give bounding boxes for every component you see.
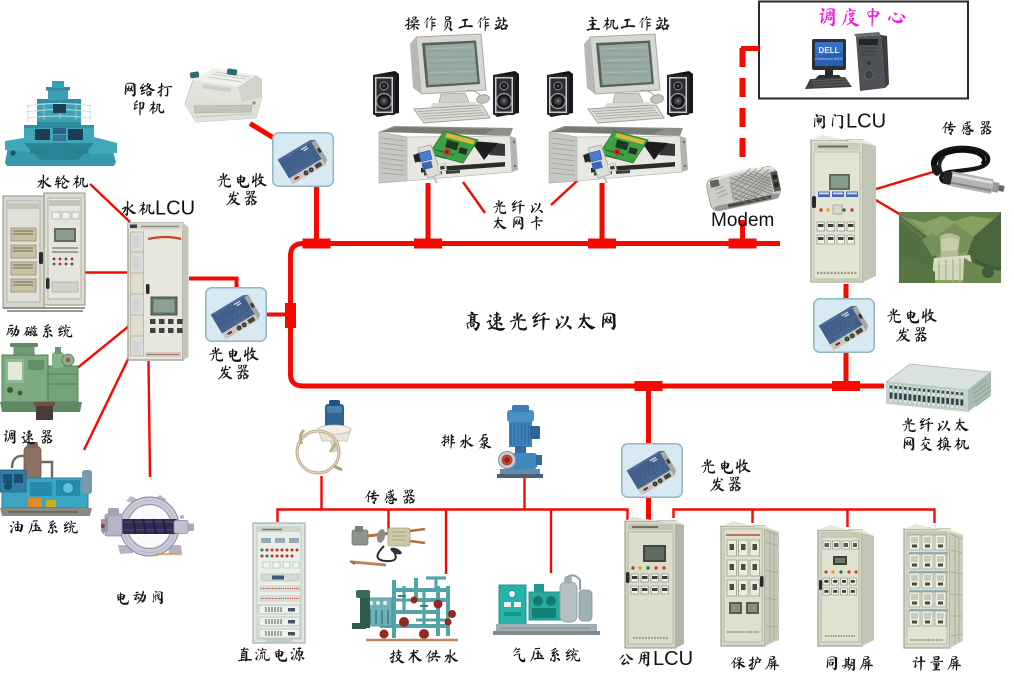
svg-text:Dimension 8400: Dimension 8400 [815, 57, 842, 61]
svg-text:LCU: LCU [653, 648, 693, 670]
svg-text:Modem: Modem [711, 210, 774, 231]
svg-text:LCU: LCU [846, 111, 886, 133]
svg-text:LCU: LCU [155, 198, 195, 220]
svg-text:DELL: DELL [819, 46, 840, 55]
